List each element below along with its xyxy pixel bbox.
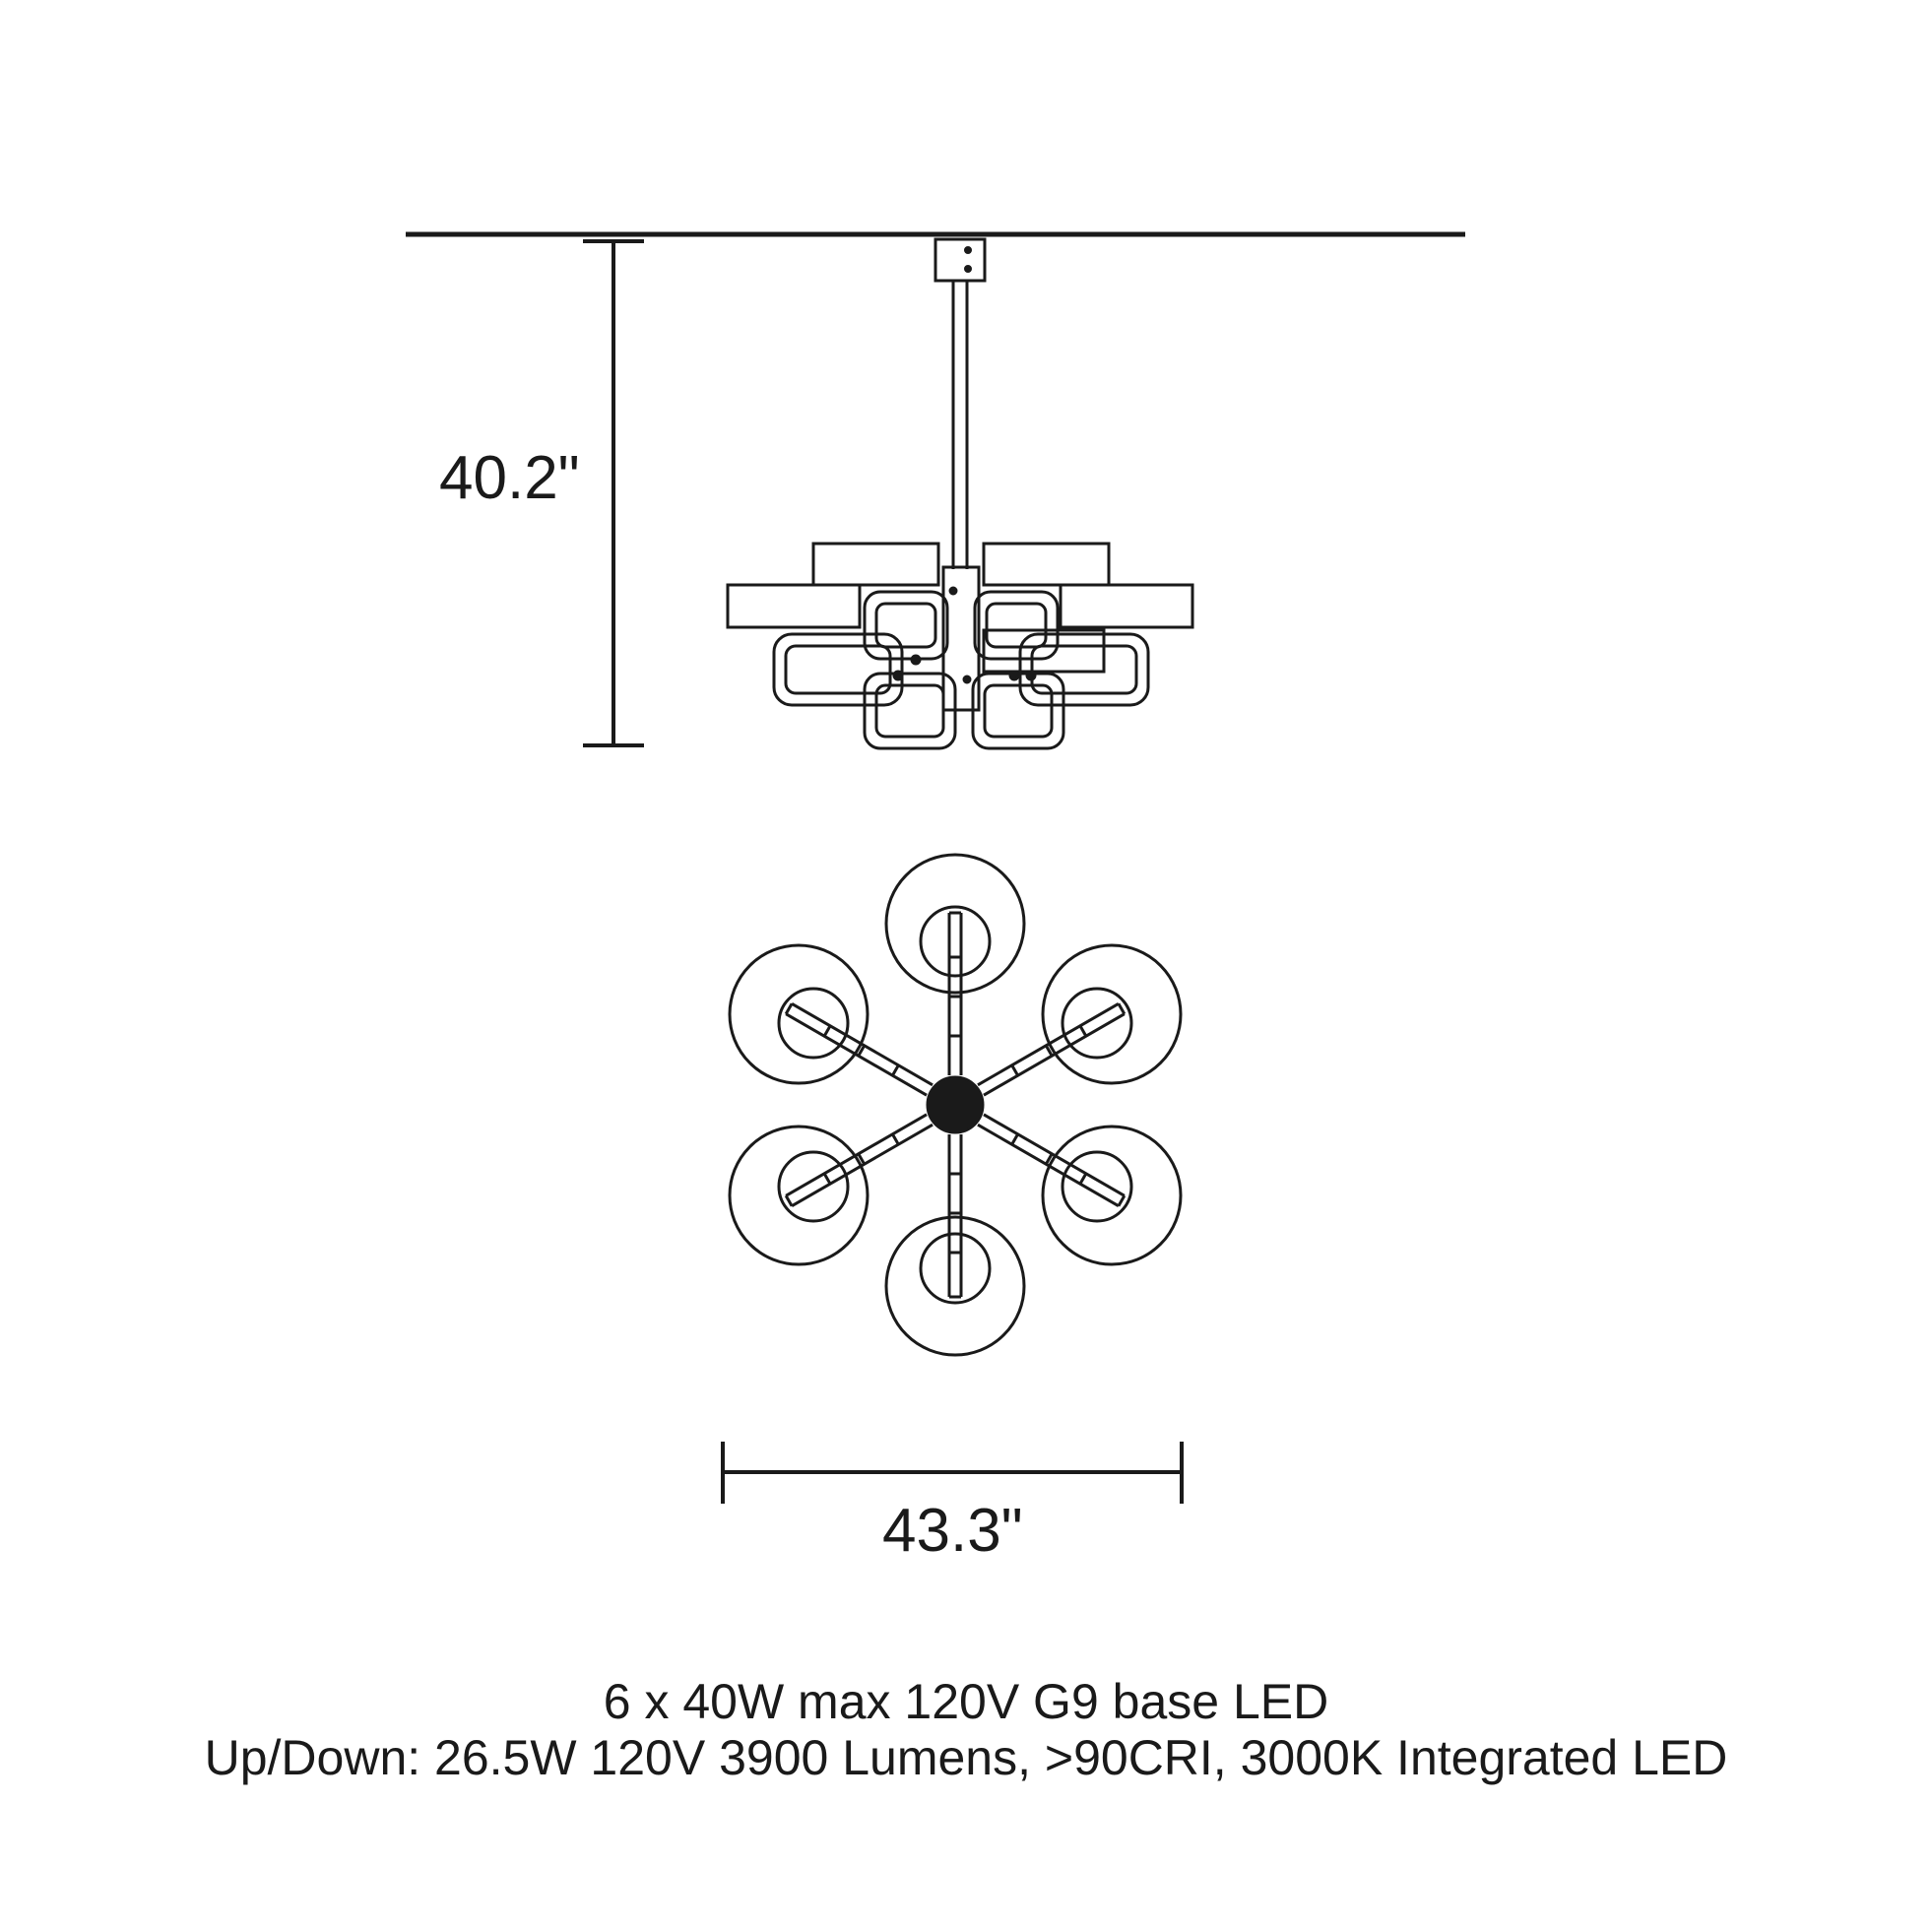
stem (951, 281, 969, 569)
width-label: 43.3" (882, 1497, 1023, 1565)
shade-lower-right (1041, 1125, 1183, 1266)
shade-bottom (884, 1215, 1026, 1357)
height-label: 40.2" (439, 444, 580, 512)
canopy (934, 237, 987, 283)
spec-text: 6 x 40W max 120V G9 base LED Up/Down: 26… (0, 1674, 1932, 1786)
disc-back-right (982, 542, 1111, 587)
arms (784, 911, 1127, 1299)
height-dimension (583, 239, 644, 747)
disc-back-left (811, 542, 940, 587)
central-hub (941, 565, 981, 712)
spec-line-bulbs: 6 x 40W max 120V G9 base LED (603, 1674, 1329, 1729)
top-view (721, 853, 1184, 1504)
spec-line-led: Up/Down: 26.5W 120V 3900 Lumens, >90CRI,… (204, 1730, 1728, 1785)
side-view (406, 231, 1465, 750)
disc-left (726, 583, 862, 629)
width-dimension (721, 1442, 1184, 1504)
shade-upper-left (728, 943, 869, 1085)
disc-right (1059, 583, 1194, 629)
center-hub (926, 1075, 985, 1134)
shade-lower-left (728, 1125, 869, 1266)
disc-front-right (982, 628, 1106, 674)
sockets-side (892, 654, 1037, 681)
shade-upper-right (1041, 943, 1183, 1085)
shade-top (884, 853, 1026, 995)
arm-tubes (772, 590, 1150, 750)
